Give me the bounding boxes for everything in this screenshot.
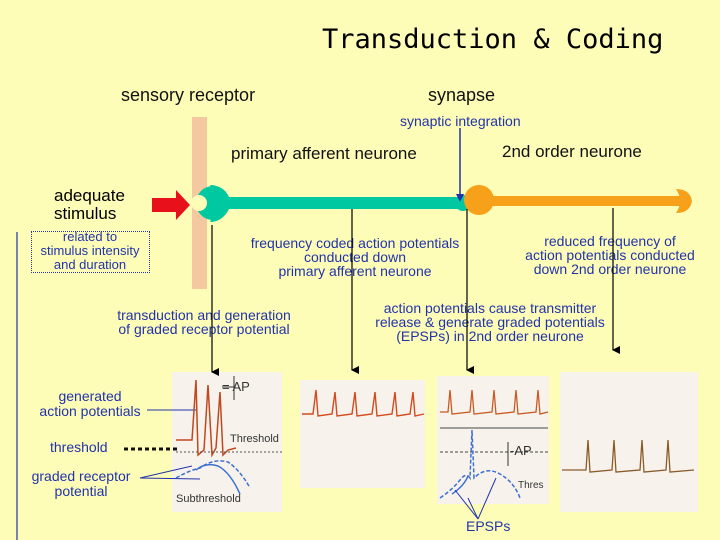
transduction-line-1: transduction and generation [117,307,291,323]
stimulus-note: related to stimulus intensity and durati… [32,230,148,272]
reduced-line-1: reduced frequency of [544,233,676,249]
panel3-thres-label: Thres [518,480,544,491]
sensory-receptor-label: sensory receptor [121,85,256,105]
epsp-trace [439,389,549,520]
graded-pointer-2 [139,477,201,480]
stimulus-note-box [31,231,150,273]
generated-ap-line-2: action potentials [39,403,141,419]
graded-line-2: potential [54,483,108,499]
stim-note-line-1: related to [62,229,118,244]
graded-line-1: graded receptor [31,468,131,484]
synaptic-integration-label: synaptic integration [400,113,521,129]
second-order-output-panel [560,372,698,512]
stimulus-line-2: stimulus [54,204,117,223]
panel1-ap-label: = AP [222,379,250,394]
freq-line-1: frequency coded action potentials [250,235,460,251]
ap-cause-line-1: action potentials cause transmitter [383,300,597,316]
stimulus-arrow [152,190,190,220]
adequate-stimulus-label: adequate stimulus [54,187,125,223]
threshold-label: threshold [50,439,108,455]
panel1-threshold-label: Threshold [230,433,279,445]
epsps-label: EPSPs [466,518,511,534]
freq-line-3: primary afferent neurone [278,263,432,279]
primary-afferent-label: primary afferent neurone [231,144,417,163]
second-order-terminal [676,189,692,213]
graded-pointer-1 [139,465,193,479]
generated-ap-label: generated action potentials [30,389,150,419]
reduced-line-2: action potentials conducted [525,247,695,263]
afferent-trace [302,389,425,417]
stim-note-line-3: and duration [53,257,127,272]
graded-potential-label: graded receptor potential [24,469,138,499]
synapse-label: synapse [428,85,496,105]
second-order-label: 2nd order neurone [502,142,642,161]
frequency-coded-note: frequency coded action potentials conduc… [230,236,480,278]
reduced-frequency-note: reduced frequency of action potentials c… [505,234,715,276]
stimulus-line-1: adequate [54,186,125,205]
panel3-ap-label: -AP [510,443,532,458]
stim-note-line-2: stimulus intensity [40,243,140,258]
output-trace [562,439,695,473]
reduced-line-3: down 2nd order neurone [533,261,687,277]
afferent-recording-panel [300,380,425,488]
primary-afferent-axon [212,197,470,209]
transmitter-release-note: action potentials cause transmitter rele… [352,301,628,343]
receptor-terminal [196,186,230,220]
second-order-soma [464,185,494,215]
generated-ap-line-1: generated [58,388,122,404]
receptor-notch [191,195,207,211]
second-order-axon [491,196,684,206]
receptor-trace [175,376,282,495]
page-title: Transduction & Coding [322,24,664,55]
ap-cause-line-3: (EPSPs) in 2nd order neurone [396,328,584,344]
transduction-note: transduction and generation of graded re… [100,308,308,336]
freq-line-2: conducted down [304,249,406,265]
panel1-subthreshold-label: Subthreshold [176,493,241,505]
receptor-recording-panel [172,372,282,512]
transduction-line-2: of graded receptor potential [118,321,290,337]
synaptic-arrowhead [456,194,464,202]
ap-cause-line-2: release & generate graded potentials [375,314,605,330]
